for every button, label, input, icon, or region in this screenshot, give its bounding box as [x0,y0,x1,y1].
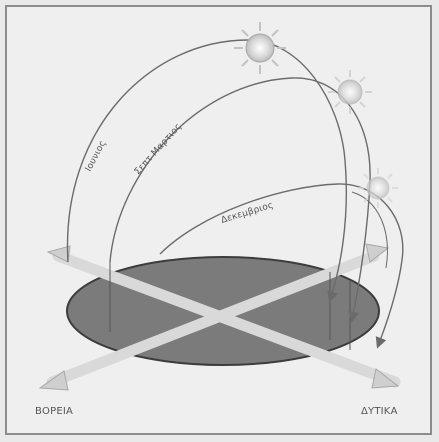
axis-arrowheads [38,243,400,391]
arrowhead-west [371,368,400,389]
sun-equinox-icon [328,70,372,114]
arrowhead-south-west [46,245,71,263]
label-west: ΔΥΤΙΚΑ [361,406,398,417]
axis-bar-east-west [46,250,380,388]
arrowhead-north [38,370,69,391]
sun-summer-icon [234,22,286,74]
arrowhead-east [365,243,390,263]
arc-winter-inner [351,191,388,269]
arc-equinox [109,77,371,323]
label-winter: Δεκεμβριος [220,200,275,225]
label-summer: Ιουνιος [84,139,109,173]
sun-winter-icon [358,168,398,208]
axis-bars [46,250,401,388]
label-equinox: Σεπτ Μαρτιος [133,122,184,177]
arc-summer [66,39,348,303]
label-north: ΒΟΡΕΙΑ [35,406,73,417]
